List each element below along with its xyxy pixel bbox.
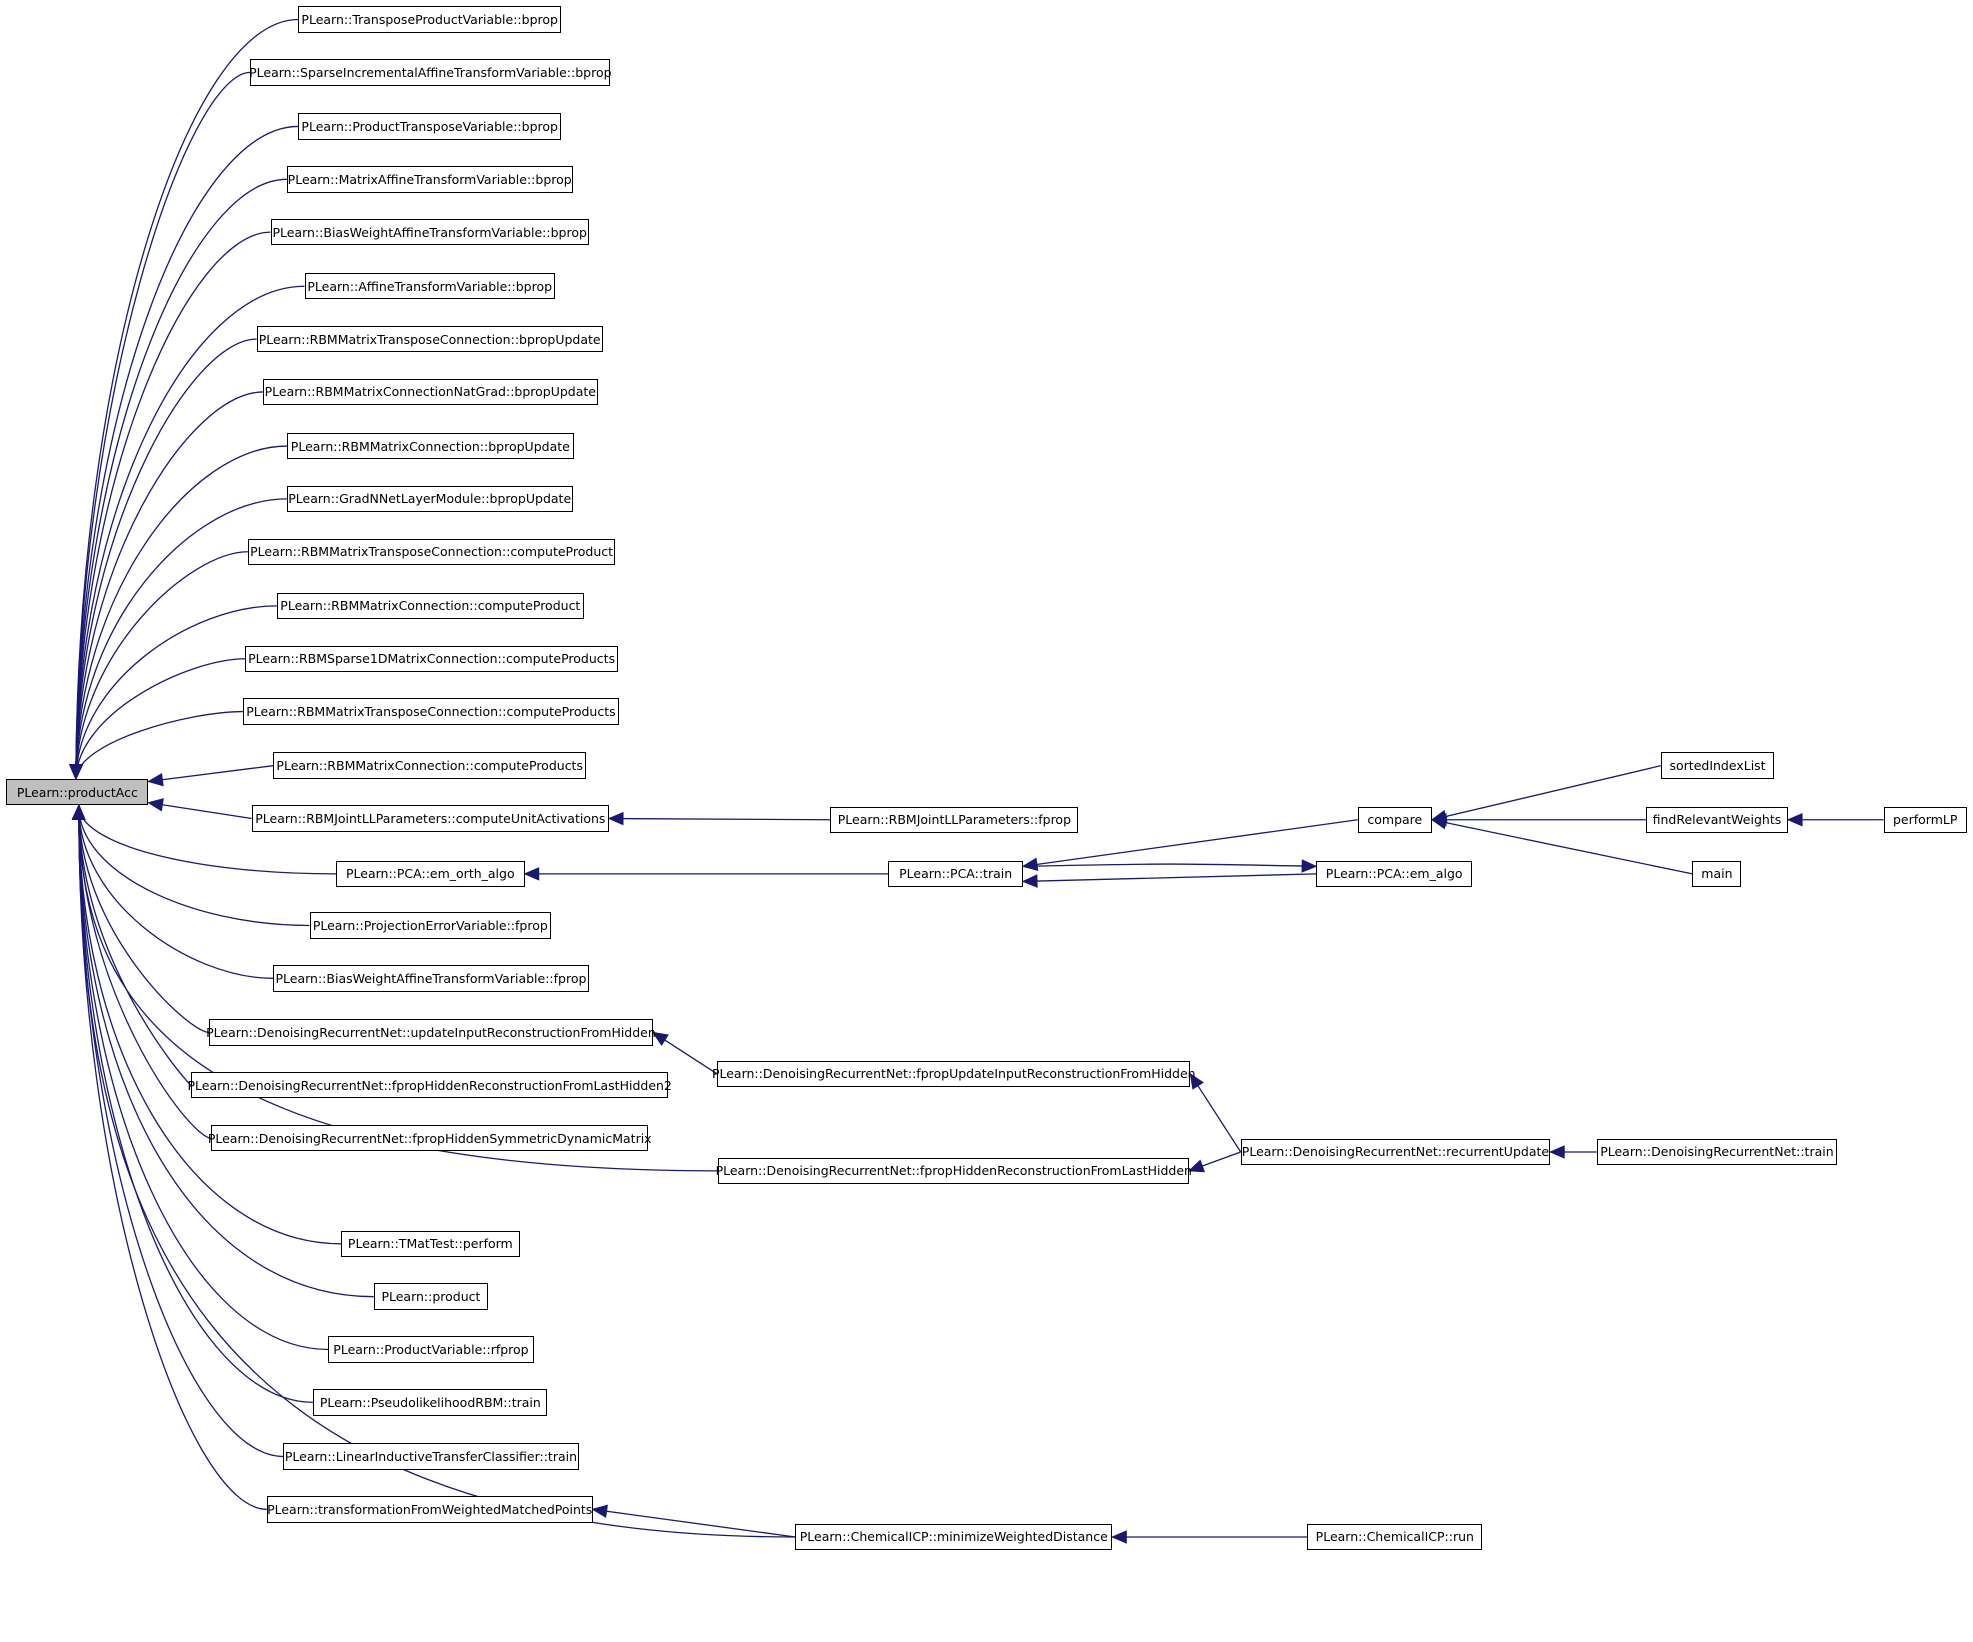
function-node[interactable]: PLearn::RBMMatrixTransposeConnection::co… [247,538,616,565]
call-edge [1431,819,1693,875]
call-edge [78,805,209,1034]
call-edge [75,18,299,779]
function-node[interactable]: PLearn::DenoisingRecurrentNet::recurrent… [1240,1138,1551,1166]
edge-arrowhead [1189,1072,1204,1090]
edge-arrowhead [1187,1159,1206,1173]
call-edge [592,1508,796,1538]
edge-arrowhead [1430,816,1448,830]
function-node[interactable]: performLP [1883,806,1967,833]
function-node[interactable]: PLearn::ChemicalICP::minimizeWeightedDis… [795,1523,1113,1551]
function-node[interactable]: PLearn::DenoisingRecurrentNet::fpropHidd… [716,1157,1192,1185]
call-edge [609,817,831,821]
call-edge [78,805,329,1351]
function-node[interactable]: PLearn::SparseIncrementalAffineTransform… [249,59,612,86]
edge-arrowhead [1786,813,1803,827]
function-node[interactable]: PLearn::RBMMatrixConnectionNatGrad::bpro… [262,378,598,406]
function-node[interactable]: PLearn::TMatTest::perform [340,1230,520,1258]
function-node[interactable]: PLearn::RBMMatrixTransposeConnection::bp… [256,325,603,353]
call-edge [75,338,257,779]
function-node[interactable]: PLearn::transformationFromWeightedMatche… [266,1496,593,1523]
call-edge [75,551,248,779]
edge-arrowhead [147,798,164,812]
function-node[interactable]: PLearn::RBMMatrixConnection::bpropUpdate [286,432,574,460]
call-edge [78,805,314,1404]
call-edge [78,805,719,1172]
function-node[interactable]: PLearn::GradNNetLayerModule::bpropUpdate [286,485,573,513]
call-edge [1431,765,1662,821]
function-node[interactable]: PLearn::RBMMatrixConnection::computeProd… [273,752,587,779]
function-node[interactable]: compare [1357,806,1432,833]
function-node[interactable]: PLearn::ProductVariable::rfprop [328,1336,534,1363]
function-node[interactable]: PLearn::PCA::em_algo [1316,860,1473,888]
call-edge [75,285,305,779]
call-edge [78,805,374,1298]
function-node[interactable]: PLearn::MatrixAffineTransformVariable::b… [286,166,573,193]
function-node[interactable]: PLearn::PCA::em_orth_algo [335,860,525,888]
edge-arrowhead [591,1504,608,1518]
function-node[interactable]: PLearn::PseudolikelihoodRBM::train [313,1389,548,1416]
function-node[interactable]: PLearn::RBMSparse1DMatrixConnection::com… [245,645,618,672]
function-node[interactable]: PLearn::RBMMatrixConnection::computeProd… [276,592,584,620]
call-edge [1022,819,1358,867]
edge-arrowhead [1301,859,1318,873]
function-node[interactable]: PLearn::DenoisingRecurrentNet::fpropHidd… [208,1124,652,1152]
edge-arrowhead [607,811,624,826]
call-edge [75,498,287,779]
call-edge [148,765,274,783]
call-edge [1189,1073,1242,1153]
call-edge [75,658,246,779]
edge-arrowhead [69,764,84,781]
call-edge [75,231,271,779]
call-edge [1022,863,1317,867]
function-node[interactable]: PLearn::RBMMatrixTransposeConnection::co… [242,698,620,725]
root-function-node[interactable]: PLearn::productAcc [6,778,149,806]
edge-arrowhead [523,867,540,881]
edge-arrowhead [147,772,164,787]
function-node[interactable]: PLearn::RBMJointLLParameters::computeUni… [251,805,609,832]
edge-arrowhead [1548,1145,1565,1159]
edge-arrowhead [1111,1530,1127,1544]
function-node[interactable]: PLearn::DenoisingRecurrentNet::updateInp… [206,1019,656,1046]
call-edge [75,178,287,779]
function-node[interactable]: PLearn::RBMJointLLParameters::fprop [830,806,1079,833]
call-edge [75,391,263,779]
function-node[interactable]: sortedIndexList [1660,752,1775,779]
function-node[interactable]: PLearn::product [373,1283,489,1310]
call-edge [78,805,310,927]
function-node[interactable]: PLearn::DenoisingRecurrentNet::train [1596,1138,1838,1166]
function-node[interactable]: PLearn::PCA::train [888,860,1023,888]
function-node[interactable]: PLearn::TransposeProductVariable::bprop [298,6,562,33]
edge-arrowhead [651,1031,669,1046]
call-edge [78,805,341,1245]
edge-arrowhead [1021,874,1038,888]
call-edge [75,710,243,779]
call-edge [1022,873,1317,883]
function-node[interactable]: findRelevantWeights [1645,806,1789,833]
call-edge [78,805,192,1086]
function-node[interactable]: PLearn::DenoisingRecurrentNet::fpropHidd… [188,1072,672,1099]
function-node[interactable]: PLearn::ProductTransposeVariable::bprop [298,113,562,140]
function-node[interactable]: PLearn::ChemicalICP::run [1307,1523,1483,1551]
edge-arrowhead [72,804,86,820]
call-edge [75,71,251,779]
call-edge [75,445,287,779]
call-edge [75,125,299,779]
call-edge [78,805,274,979]
function-node[interactable]: PLearn::BiasWeightAffineTransformVariabl… [270,218,589,246]
edge-arrowhead [1021,857,1039,872]
function-node[interactable]: PLearn::LinearInductiveTransferClassifie… [283,1443,579,1470]
call-edge [148,802,252,820]
function-node[interactable]: PLearn::BiasWeightAffineTransformVariabl… [273,965,589,992]
function-node[interactable]: main [1692,860,1742,888]
function-node[interactable]: PLearn::ProjectionErrorVariable::fprop [309,912,552,939]
call-edge [75,605,277,779]
function-node[interactable]: PLearn::AffineTransformVariable::bprop [304,273,555,300]
function-node[interactable]: PLearn::DenoisingRecurrentNet::fpropUpda… [712,1060,1196,1088]
call-edge [78,805,267,1510]
